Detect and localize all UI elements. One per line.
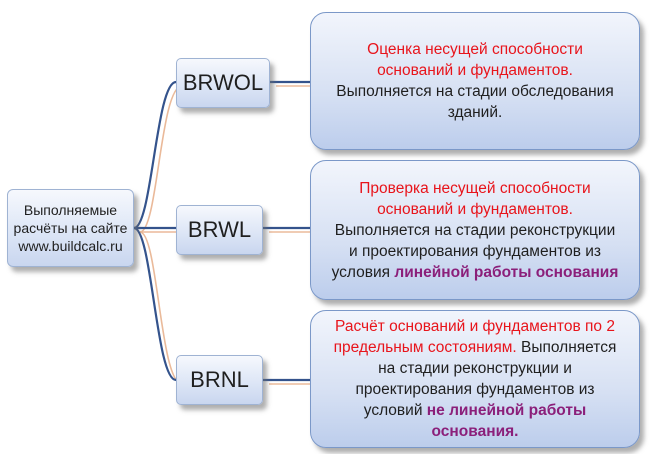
card-brnl-text-line-4: условий — [363, 402, 427, 419]
root-line-1: Выполняемые — [23, 202, 118, 218]
card-brwl-emphasis: линейной работы основания — [394, 263, 619, 281]
card-brwol-red-line-2: оснований и фундаментов. — [377, 62, 573, 79]
card-brwol-description: Оценка несущей способности оснований и ф… — [310, 12, 640, 150]
card-brnl-description: Расчёт оснований и фундаментов по 2 пред… — [310, 310, 640, 448]
card-brnl-red-line-2: предельным состояниям. — [333, 339, 517, 356]
card-brnl-red-line-1: Расчёт оснований и фундаментов по 2 — [335, 318, 615, 335]
connector-root-brwol — [133, 80, 177, 230]
connector-shadow-3 — [139, 231, 183, 385]
node-brnl-label: BRNL — [190, 367, 249, 392]
card-brnl-line-5: условий не линейной работы — [334, 400, 617, 421]
root-line-2: расчёты на сайте — [13, 220, 128, 236]
node-brwl-label: BRWL — [187, 217, 252, 242]
node-brwol-label: BRWOL — [182, 70, 264, 95]
card-brwl-red-line-2: оснований и фундаментов. — [377, 200, 573, 218]
root-node: Выполняемые расчёты на сайте www.buildca… — [7, 189, 134, 267]
card-brwol-text-line-2: зданий. — [447, 104, 503, 121]
card-brwl-red-line-1: Проверка несущей способности — [359, 179, 591, 197]
card-brnl-emphasis-2: основания. — [431, 423, 519, 440]
card-brwol-text-line-1: Выполняется на стадии обследования — [336, 83, 614, 100]
connector-root-brnl — [133, 226, 177, 382]
card-brwl-text-line-1: Выполняется на стадии реконструкции — [334, 221, 616, 239]
node-brwl: BRWL — [176, 205, 263, 255]
card-brwl-text-line-2: и проектирования фундаментов из — [348, 242, 601, 260]
connector-shadow-1 — [139, 85, 183, 233]
root-line-3: www.buildcalc.ru — [18, 238, 123, 254]
card-brnl-text-line-3: проектирования фундаментов из — [355, 381, 595, 398]
card-brwl-text-line-3: условия линейной работы основания — [332, 262, 619, 283]
card-brwl-description: Проверка несущей способности оснований и… — [310, 160, 640, 300]
node-brwol: BRWOL — [176, 58, 270, 108]
card-brnl-text-line-1: Выполняется — [516, 339, 617, 356]
node-brnl: BRNL — [176, 355, 263, 405]
card-brnl-emphasis-1: не линейной работы — [426, 402, 587, 419]
card-brnl-text-line-2: на стадии реконструкции и — [378, 360, 572, 377]
card-brnl-line-2: предельным состояниям. Выполняется — [334, 337, 617, 358]
card-brwl-text-line-3-start: условия — [331, 263, 395, 281]
card-brwol-red-line-1: Оценка несущей способности — [367, 41, 583, 58]
